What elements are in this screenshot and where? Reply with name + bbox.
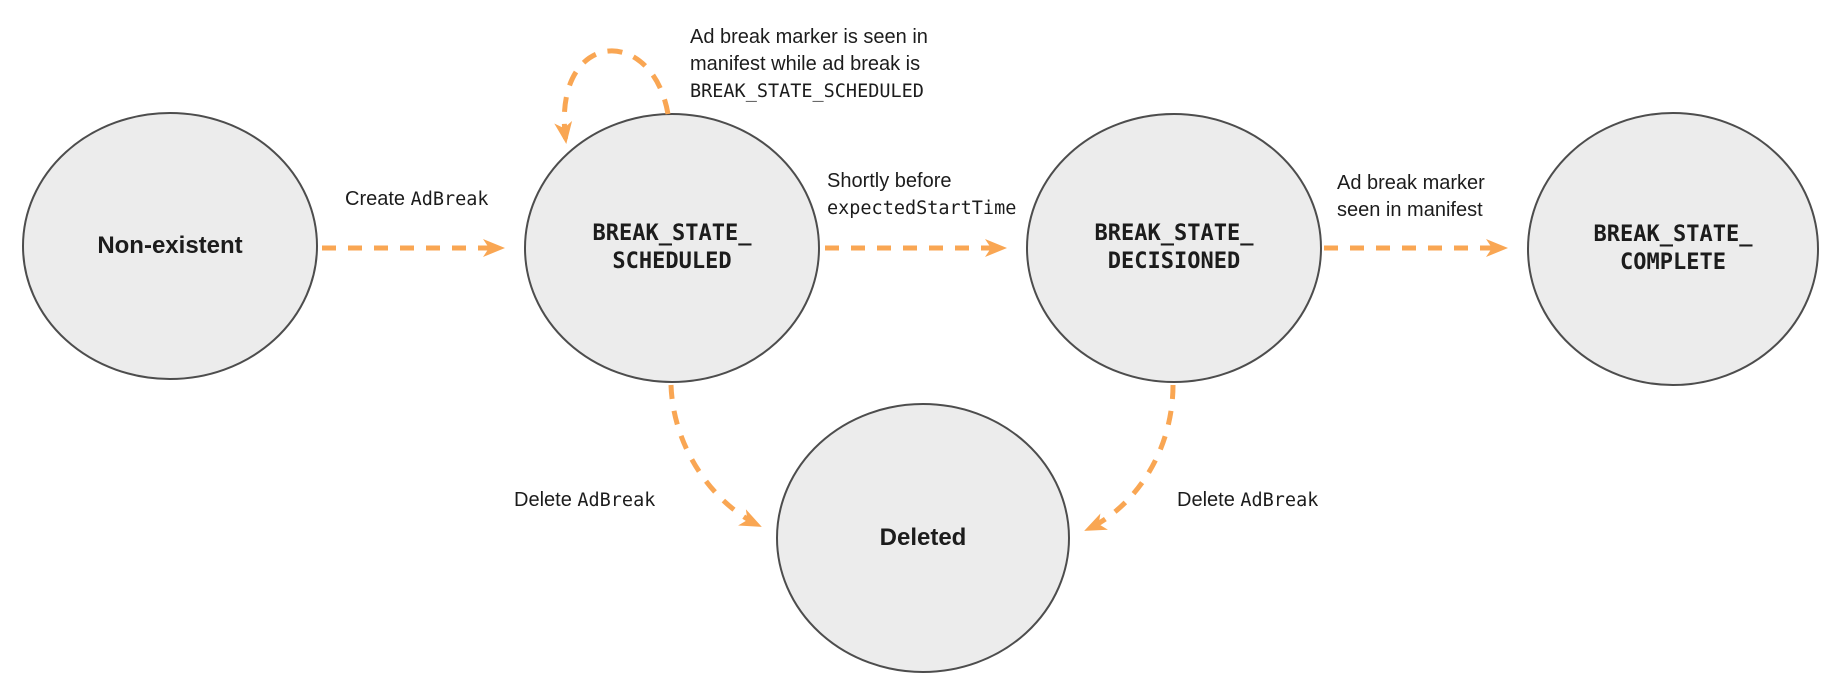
transition-label-self-loop-code: BREAK_STATE_SCHEDULED — [690, 81, 924, 102]
transition-label-delete-scheduled: Delete AdBreak — [514, 487, 655, 514]
transition-label-complete: Ad break marker seen in manifest — [1337, 170, 1485, 224]
transition-label-decision: Shortly before expectedStartTime — [827, 168, 1016, 222]
state-label-non-existent: Non-existent — [97, 232, 243, 259]
transition-label-delete-decisioned-code: AdBreak — [1240, 490, 1319, 511]
state-circle-decisioned — [1026, 113, 1322, 383]
state-circle-scheduled — [524, 113, 820, 383]
transition-label-self-loop-line1: Ad break marker is seen in — [690, 26, 928, 48]
transition-label-delete-decisioned-plain: Delete — [1177, 489, 1241, 511]
transition-label-decision-code: expectedStartTime — [827, 198, 1017, 219]
transition-label-decision-line1: Shortly before — [827, 170, 952, 192]
transition-arrow-delete-scheduled — [668, 384, 762, 529]
state-label-scheduled: BREAK_STATE_ SCHEDULED — [522, 220, 822, 276]
transition-label-complete-line1: Ad break marker — [1337, 172, 1485, 194]
transition-label-self-loop: Ad break marker is seen in manifest whil… — [690, 24, 928, 105]
transition-label-complete-line2: seen in manifest — [1337, 199, 1483, 221]
transition-label-delete-scheduled-code: AdBreak — [577, 490, 656, 511]
state-label-complete: BREAK_STATE_ COMPLETE — [1523, 221, 1823, 277]
state-label-decisioned-line1: BREAK_STATE_ — [1094, 221, 1254, 246]
state-label-complete-line1: BREAK_STATE_ — [1593, 222, 1753, 247]
transition-label-self-loop-line2: manifest while ad break is — [690, 53, 921, 75]
state-circle-non-existent — [22, 112, 318, 380]
transition-label-create-plain: Create — [345, 188, 411, 210]
transition-label-create-code: AdBreak — [410, 189, 489, 210]
transition-label-delete-scheduled-plain: Delete — [514, 489, 578, 511]
state-label-scheduled-line2: SCHEDULED — [612, 249, 732, 274]
state-circle-complete — [1527, 112, 1819, 386]
state-label-decisioned: BREAK_STATE_ DECISIONED — [1024, 220, 1324, 276]
state-label-complete-line2: COMPLETE — [1620, 250, 1726, 275]
state-label-decisioned-line2: DECISIONED — [1107, 249, 1241, 274]
state-label-deleted: Deleted — [879, 524, 967, 551]
state-circle-deleted — [776, 403, 1070, 673]
transition-arrow-delete-decisioned — [1084, 384, 1176, 533]
transition-arrow-self-loop — [554, 48, 671, 144]
transition-label-create: Create AdBreak — [345, 186, 489, 213]
state-label-scheduled-line1: BREAK_STATE_ — [592, 221, 752, 246]
transition-label-delete-decisioned: Delete AdBreak — [1177, 487, 1318, 514]
